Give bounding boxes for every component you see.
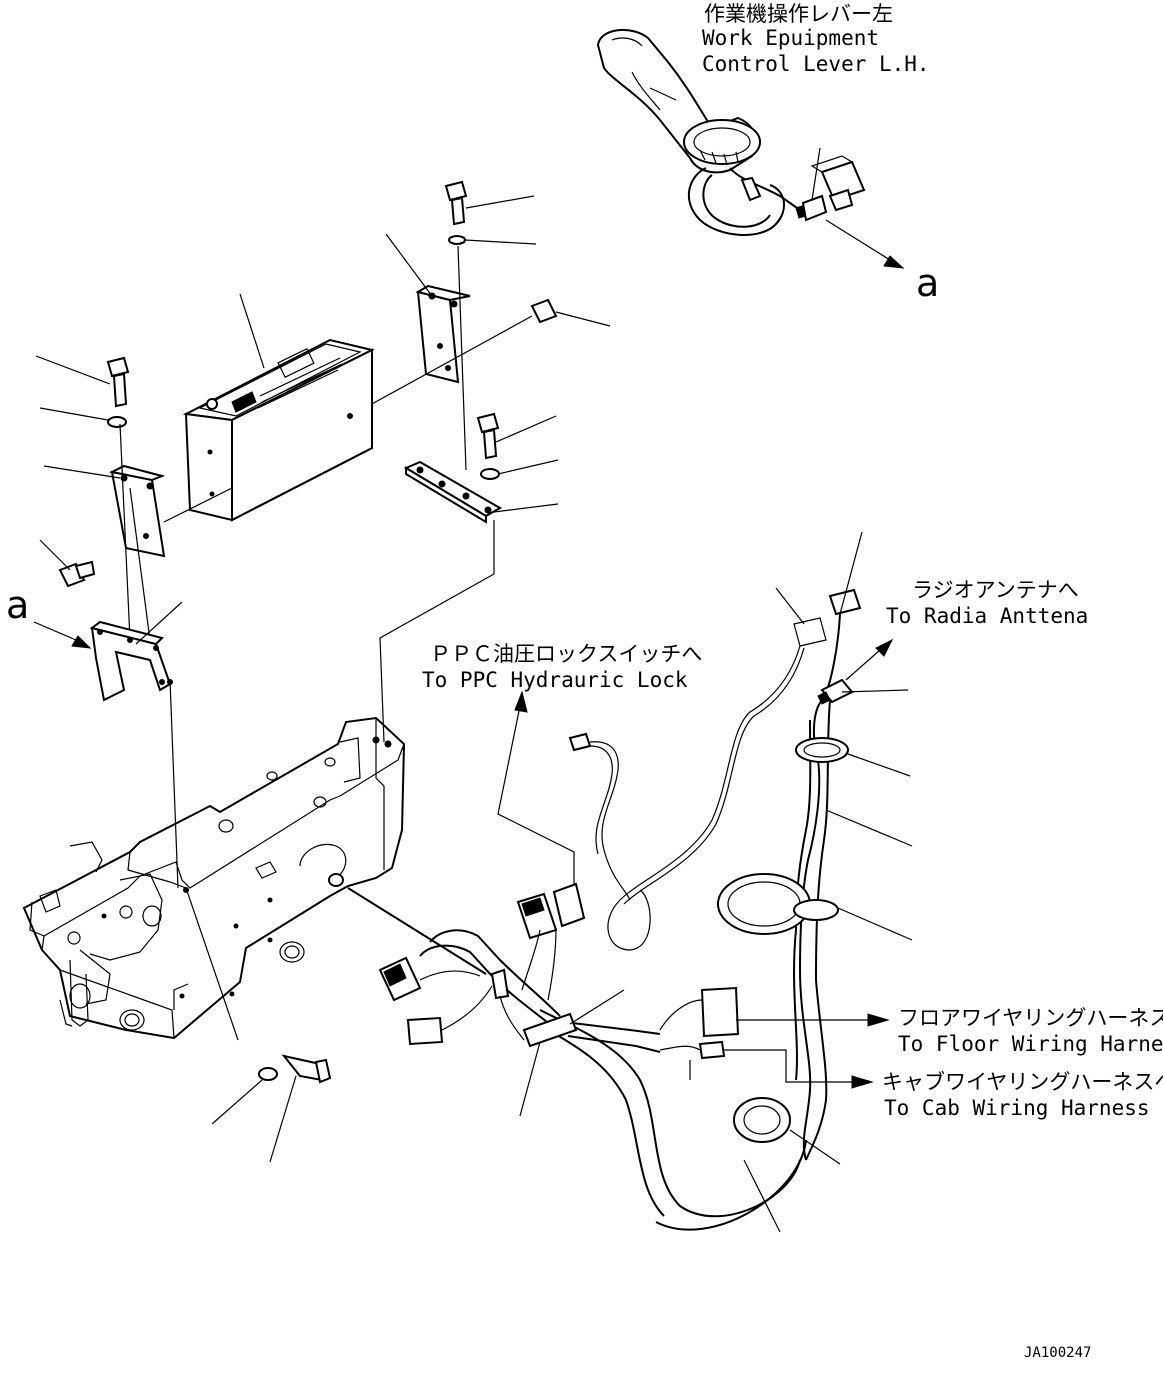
bolt-bottom [211,1054,332,1163]
ppc-lock-label-en: To PPC Hydrauric Lock [422,668,688,692]
lever-label-en-line2: Control Lever L.H. [702,52,930,76]
radio-antenna-label-ja: ラジオアンテナへ [912,578,1079,602]
floor-harness-label-en: To Floor Wiring Harne [898,1032,1163,1056]
cab-harness-label-ja: キャブワイヤリングハーネスへ [882,1070,1163,1094]
control-lever-drawing [596,28,905,269]
assembly-lines [119,245,495,1041]
floor-harness-label-ja: フロアワイヤリングハーネスへ [898,1006,1163,1030]
radio-unit [182,293,375,522]
lever-label-ja: 作業機操作レバー左 [704,2,893,26]
bolt-left [35,355,130,428]
reference-a-left: a [6,583,30,627]
bolt-top [444,180,537,245]
bracket-lower-left [33,601,183,702]
console-frame [22,679,406,1040]
bolt-right-mid [476,412,559,480]
wiring-harness [347,531,913,1233]
screw-right [349,298,611,417]
ppc-lock-label-ja: ＰＰＣ油圧ロックスイッチへ [430,642,703,666]
screw-left [39,539,96,588]
reference-a-right: a [916,261,940,305]
lever-label-en-line1: Work Epuipment [702,26,880,50]
radio-antenna-label-en: To Radia Anttena [886,604,1089,628]
plate-right [403,460,559,524]
bracket-top-right [385,233,471,384]
drawing-number: JA100247 [1024,1345,1092,1361]
cab-harness-label-en: To Cab Wiring Harness [884,1096,1150,1120]
